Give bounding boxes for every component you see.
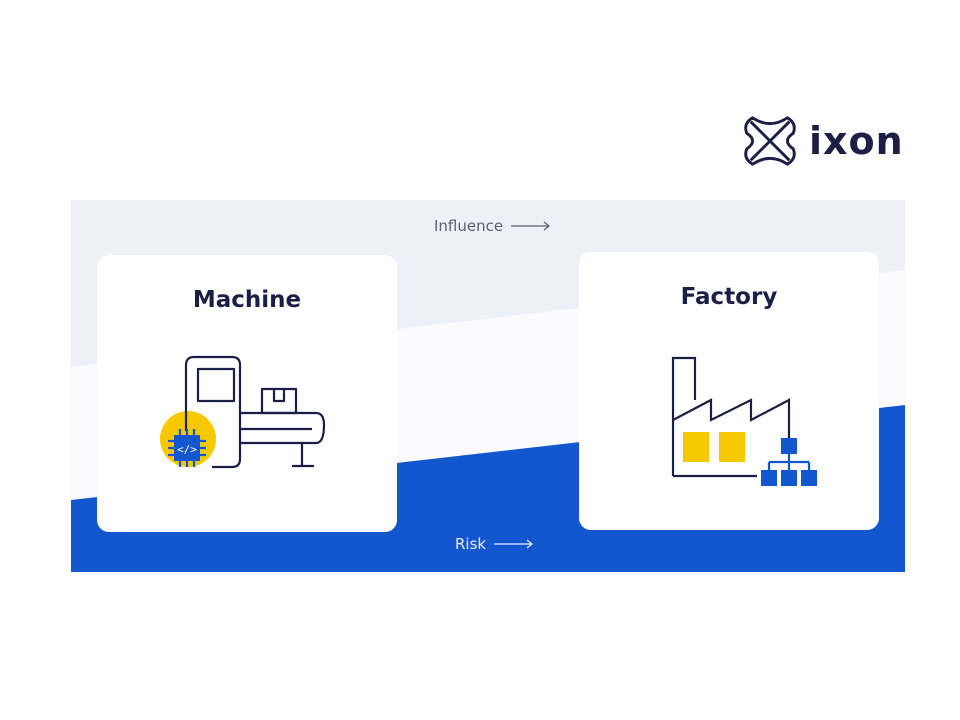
influence-label-text: Influence — [434, 217, 504, 235]
machine-card: Machine </> — [97, 255, 397, 532]
factory-with-network-hierarchy-icon — [671, 356, 817, 486]
machine-card-title: Machine — [192, 287, 302, 313]
risk-label-text: Risk — [455, 535, 487, 553]
factory-card: Factory — [579, 252, 879, 530]
factory-card-title: Factory — [680, 284, 778, 310]
risk-axis-label: Risk — [455, 535, 534, 553]
influence-axis-label: Influence — [434, 217, 551, 235]
ixon-x-icon — [744, 116, 796, 166]
brand-name: ixon — [809, 119, 904, 163]
right-arrow-icon — [494, 539, 534, 549]
ixon-logo: ixon — [741, 112, 904, 170]
influence-risk-diagram: Influence Machine </> Factory — [71, 200, 905, 572]
machine-conveyor-with-chip-icon: </> — [160, 355, 326, 469]
svg-text:</>: </> — [177, 443, 197, 456]
right-arrow-icon — [511, 221, 551, 231]
